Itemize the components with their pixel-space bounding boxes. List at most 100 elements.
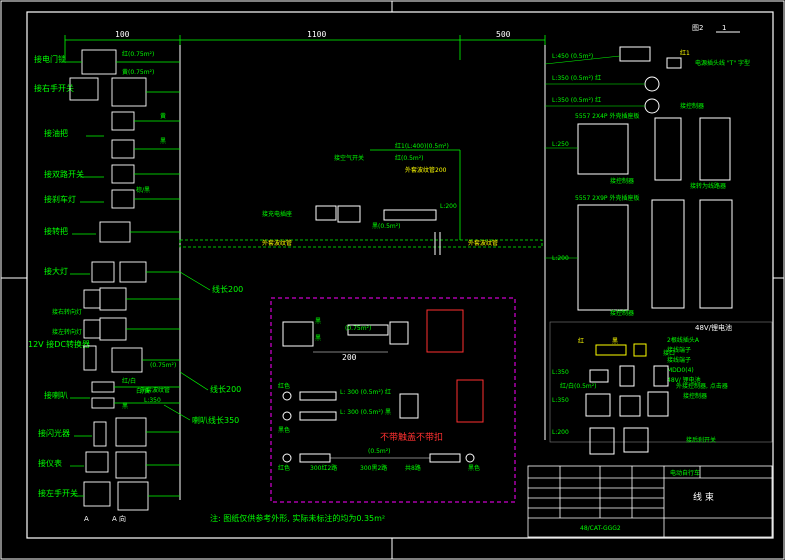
footer-note: 注: 图纸仅供参考外形, 实际未标注的均为0.35m² [210,513,385,523]
main-sleeve-right: 外套波纹管 [468,239,498,247]
right-label: L:350 (0.5m²) 红 [552,96,601,104]
ring-terminal [644,98,660,114]
battery-note: 外接控制器, 点击器 [676,382,728,390]
dim-1100: 1100 [307,30,326,39]
left-label: 接转把 [44,226,68,236]
inset-label: L: 300 (0.5m²) 黑 [340,409,391,416]
battery-note: MDD0(4) [667,367,694,374]
inset-warning: 不带触盖不带扣 [380,431,443,443]
battery-note: 接线端子 [667,346,691,354]
left-label: 接左转向灯 [52,328,82,336]
right-label: 接控制器 [610,177,634,185]
dim-100: 100 [115,30,130,39]
left-label: 12V 接DC转换器 [28,339,90,349]
left-label: 接闪光器 [38,428,70,438]
title-top: 电动自行车 [670,469,700,477]
right-label: L:250 [552,141,569,148]
inset-label: 黑 [315,318,321,325]
legend-connector [619,46,651,62]
left-label: 接左手开关 [38,488,78,498]
inset-label: 红色 [278,464,290,472]
legend-item1: 红1 [680,49,690,57]
wire-note: 黑 [122,403,128,410]
left-label: 接喇叭 [44,390,68,400]
left-label-group: 接电门锁 接右手开关 接油把 接双路开关 接刹车灯 接转把 接大灯 接右转向灯 … [28,54,90,498]
wire-note: (0.75m²) [150,362,176,369]
right-label: L:450 (0.5m²) [552,53,593,60]
left-label: 接右手开关 [34,83,74,93]
wire-note: L:350 [144,397,161,404]
left-label: 接右转向灯 [52,308,82,316]
battery-note: 2根线插头A [667,336,700,344]
battery-title: 48V/锂电池 [695,323,732,332]
wire-title: 接空气开关 [334,154,364,162]
inset-label: (0.75m²) [345,325,371,332]
charger-label: 接充电插座 [262,210,292,218]
battery-note: 黑 [612,338,618,345]
charger-connector [315,205,337,221]
right-label: L:200 [552,255,569,262]
title-code: 48/CAT-GGG2 [580,525,621,532]
inset-label: 共8路 [405,464,421,472]
sheet-number: 1 [722,24,726,32]
wire-black: 黑(0.5m²) [372,223,400,230]
battery-note: 红/白(0.5m²) [560,382,597,390]
wire-note: 红(0.75m²) [122,50,154,58]
inset-label: 黑色 [278,426,290,434]
battery-note: 接后刹开关 [686,436,716,444]
right-label: 接转为线路器 [690,182,726,190]
inset-label: 300红2路 [310,464,337,472]
main-sleeve-left: 外套波纹管 [262,239,292,247]
l200-label: L:200 [440,203,457,210]
battery-note: L:200 [552,429,569,436]
right-label: 5557 2X9P 外壳插座板 [575,194,639,202]
inset-label: (0.5m²) [368,448,390,455]
battery-note: 接线端子 [667,356,691,364]
right-label: 接控制器 [610,309,634,317]
legend-item2: 电源插头线 "T" 字型 [695,59,750,67]
sheet-label: 图2 [692,24,703,32]
battery-note: 红 [578,337,584,345]
left-wires [62,61,180,497]
bottom-label-a: A [84,515,89,523]
inset-label: 300黑2路 [360,464,387,472]
wire-note: 外套波纹管 [140,386,170,394]
left-label: 接油把 [44,128,68,138]
left-label: 接双路开关 [44,169,84,179]
right-label: 接控制器 [680,102,704,110]
battery-note: L:350 [552,397,569,404]
main-trunk [179,239,543,248]
title-name: 线 束 [693,491,714,503]
battery-note: 48V/ 锂电池 [667,376,701,384]
length-label: 喇叭线长350 [192,415,239,425]
inset-label: 黑色 [468,464,480,472]
bottom-label-view: A 向 [112,514,126,523]
left-connectors [69,49,149,511]
right-label: 5557 2X4P 外壳插座板 [575,112,639,120]
ring-terminal [644,76,660,92]
left-label: 接电门锁 [34,54,66,64]
wire-note: 白/黄 [136,387,150,395]
wire-note: 黄 [160,112,166,120]
wire-note: 黄(0.75m²) [122,68,154,76]
battery-note: 接控制器 [683,392,707,400]
inner-frame [26,11,774,539]
sleeve-200: 外套波纹管200 [405,166,447,174]
wire-note: 棕/黑 [136,186,150,194]
inset-label: 黑 [315,335,321,342]
title-block [527,465,773,538]
wire-red-2: 红(0.5m²) [395,154,423,162]
length-label: 线长200 [212,284,243,294]
wire-red-1: 红1(L:400)(0.5m²) [395,142,449,150]
dim-500: 500 [496,30,511,39]
left-label: 接刹车灯 [44,194,76,204]
inset-label: 红色 [278,382,290,390]
right-label: L:350 (0.5m²) 红 [552,74,601,82]
battery-note: L:350 [552,369,569,376]
inset-box [270,297,516,503]
inset-label: L: 300 (0.5m²) 红 [340,388,391,396]
left-label: 接仪表 [38,458,62,468]
battery-note: 接口 [663,349,675,357]
